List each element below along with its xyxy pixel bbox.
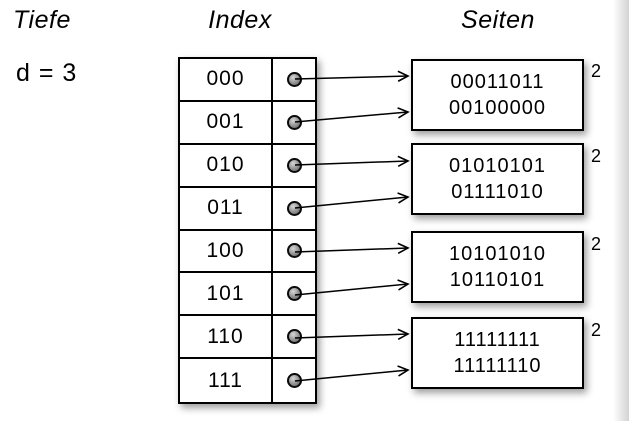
index-row-110: 110	[180, 316, 315, 360]
index-label: 011	[207, 196, 244, 220]
pointer-cell	[271, 101, 315, 143]
page-box-4: 11111111 11111110	[411, 317, 584, 389]
index-label: 111	[208, 368, 243, 392]
page-entry: 10110101	[449, 268, 546, 291]
pointer-cell	[271, 144, 315, 186]
heading-depth: Tiefe	[13, 6, 71, 34]
page-edge-shadow	[613, 0, 629, 421]
pointer-dot-icon	[286, 71, 302, 87]
page-entry: 11111111	[454, 328, 541, 351]
page-entry: 00100000	[449, 96, 546, 119]
pointer-dot-icon	[286, 286, 302, 302]
page-entry: 01111010	[451, 180, 544, 203]
page-box-2: 01010101 01111010	[411, 143, 584, 215]
index-label: 010	[206, 153, 245, 177]
local-depth-4: 2	[591, 320, 602, 340]
pointer-cell	[271, 316, 315, 358]
index-table: 000 001 010 011 100 101 110 111	[178, 57, 317, 404]
pointer-dot-icon	[286, 157, 302, 173]
local-depth-3: 2	[591, 234, 602, 254]
index-label: 000	[206, 67, 245, 91]
index-row-011: 011	[180, 187, 315, 231]
heading-pages: Seiten	[461, 6, 535, 34]
page-box-1: 00011011 00100000	[411, 59, 584, 131]
page-entry: 01010101	[449, 154, 546, 177]
pointer-dot-icon	[286, 373, 302, 389]
pointer-cell	[271, 230, 315, 272]
local-depth-2: 2	[591, 146, 602, 166]
pointer-cell	[271, 273, 315, 315]
heading-index: Index	[208, 6, 272, 34]
global-depth-label: d = 3	[16, 59, 78, 87]
index-row-111: 111	[180, 359, 315, 402]
pointer-cell	[271, 187, 315, 229]
page-entry: 00011011	[450, 70, 545, 93]
page-box-3: 10101010 10110101	[411, 231, 584, 303]
pointer-cell	[271, 59, 315, 100]
pointer-cell	[271, 359, 315, 402]
index-row-001: 001	[180, 101, 315, 145]
index-label: 100	[206, 238, 245, 262]
page-entry: 10101010	[449, 242, 546, 265]
local-depth-1: 2	[591, 61, 602, 81]
index-label: 101	[206, 281, 245, 305]
pointer-dot-icon	[286, 114, 302, 130]
pointer-dot-icon	[286, 200, 302, 216]
page-entry: 11111110	[453, 354, 542, 377]
pointer-dot-icon	[286, 243, 302, 259]
index-row-101: 101	[180, 273, 315, 317]
index-row-100: 100	[180, 230, 315, 274]
index-label: 110	[207, 324, 244, 348]
pointer-dot-icon	[286, 329, 302, 345]
index-row-010: 010	[180, 144, 315, 188]
index-label: 001	[206, 110, 245, 134]
index-row-000: 000	[180, 59, 315, 102]
